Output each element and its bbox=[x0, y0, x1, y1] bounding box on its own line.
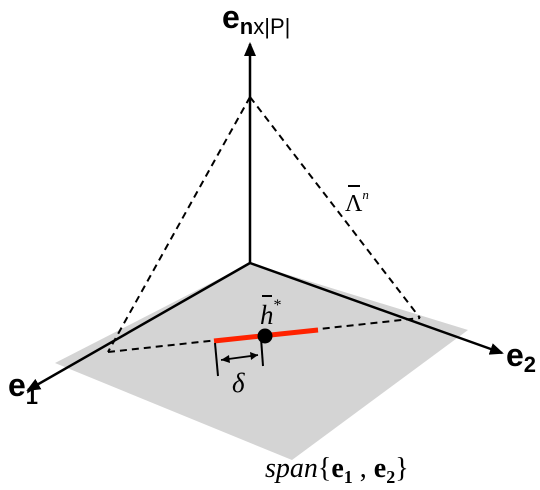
axis-label-e1: e1 bbox=[8, 367, 38, 409]
svg-text:h*: h* bbox=[260, 297, 282, 330]
axis-e2 bbox=[249, 261, 504, 355]
point-label: h* bbox=[260, 295, 282, 330]
simplex-edge-right bbox=[249, 96, 421, 319]
axis-label-e2: e2 bbox=[506, 337, 536, 377]
delta-label: δ bbox=[232, 368, 245, 398]
simplex-edge-left bbox=[107, 96, 251, 353]
svg-text:Λn: Λn bbox=[345, 187, 369, 217]
span-label: span{e1 , e2} bbox=[265, 453, 409, 487]
delta-dimension bbox=[214, 337, 264, 377]
axis-label-vertical: enx|P| bbox=[222, 0, 290, 39]
point-h-star bbox=[257, 328, 273, 344]
axis-e1 bbox=[26, 261, 251, 392]
simplex-label: Λn bbox=[345, 185, 369, 217]
span-plane bbox=[55, 263, 468, 460]
